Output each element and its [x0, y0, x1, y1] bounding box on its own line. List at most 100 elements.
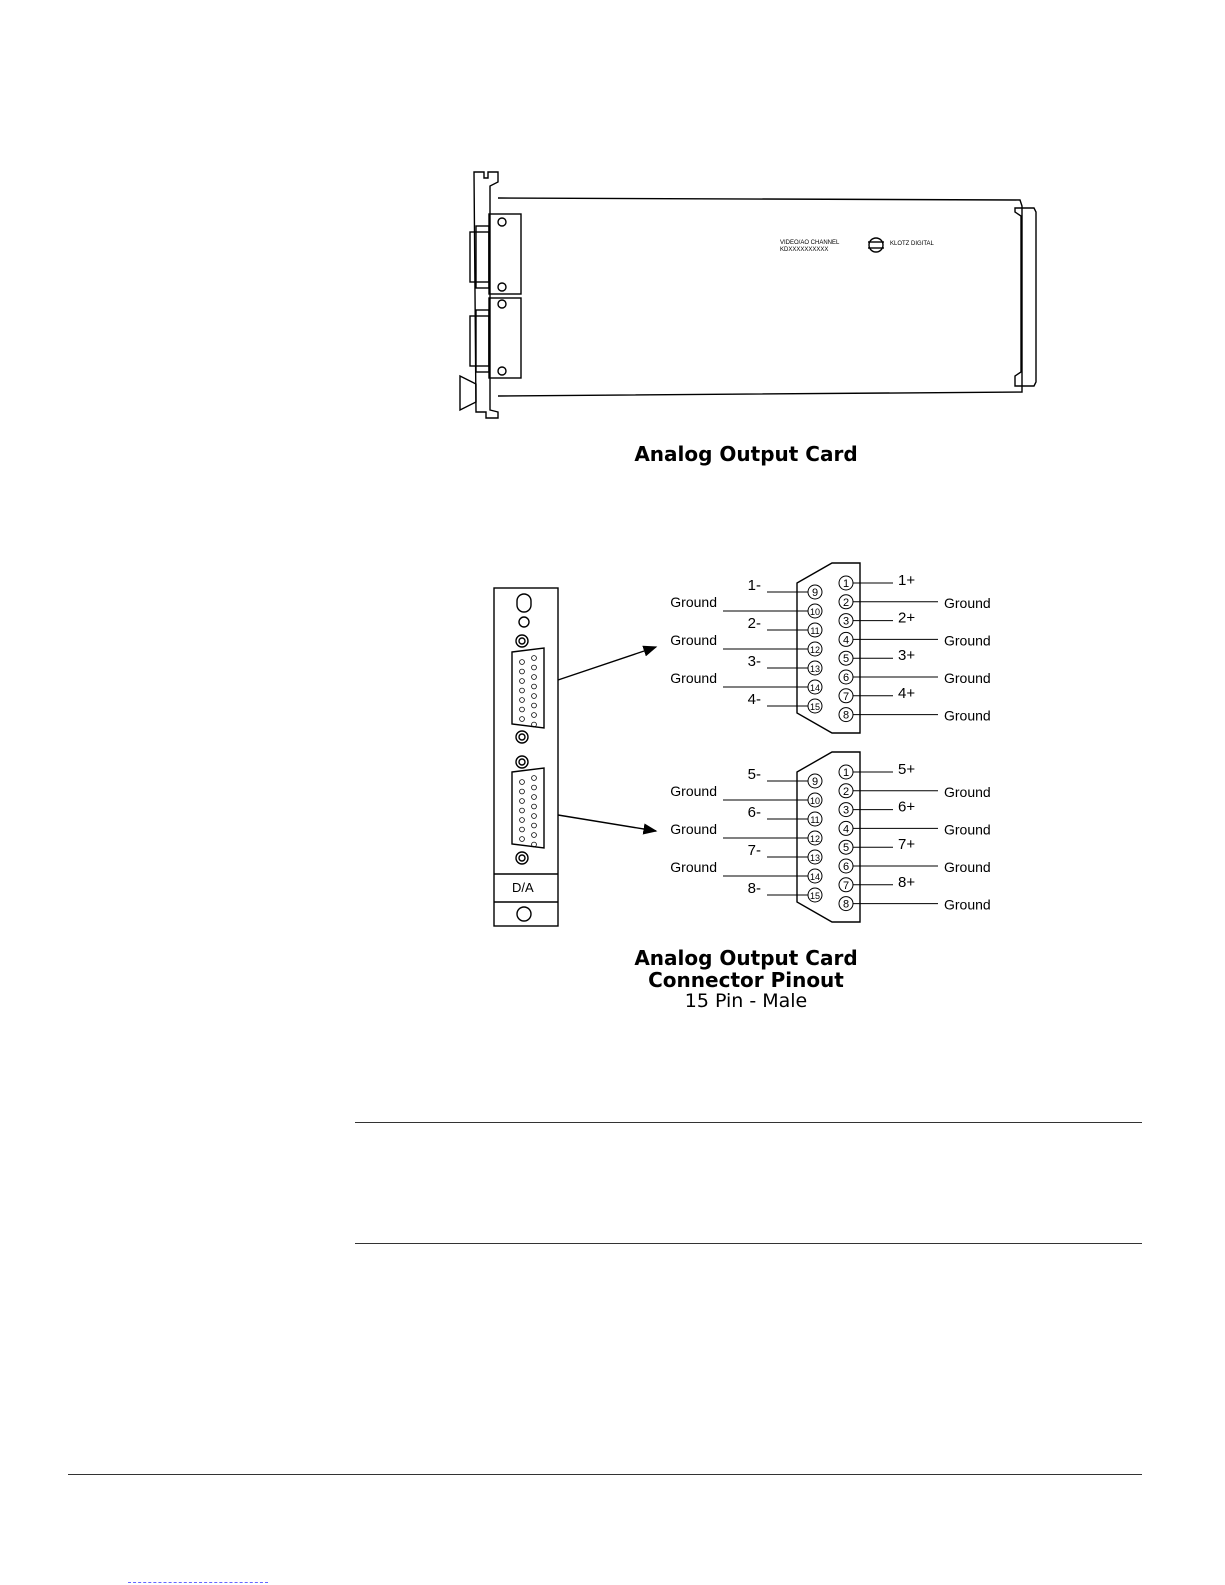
- signal-label: 5-: [748, 766, 761, 783]
- divider-top: [355, 1122, 1142, 1123]
- pin-number: 15: [810, 702, 820, 712]
- pin-number: 9: [812, 587, 818, 599]
- ground-label: Ground: [670, 783, 717, 799]
- pin-9: 9 5-: [748, 766, 823, 789]
- pin-15: 15 4-: [748, 691, 823, 714]
- pin-4: 4 Ground: [838, 631, 991, 648]
- pin-number: 7: [843, 691, 849, 703]
- pin-number: 10: [810, 607, 820, 617]
- pin-10: 10 Ground: [670, 594, 823, 619]
- pin-10: 10 Ground: [670, 783, 823, 808]
- pin-number: 6: [843, 672, 849, 684]
- footer-link-underline: [128, 1582, 268, 1583]
- pin-number: 9: [812, 776, 818, 788]
- pinout-caption-line3: 15 Pin - Male: [684, 990, 808, 1012]
- ground-label: Ground: [670, 632, 717, 648]
- ground-label: Ground: [944, 821, 991, 837]
- pin-number: 4: [843, 823, 849, 835]
- pin-4: 4 Ground: [838, 820, 991, 837]
- footer-rule: [68, 1474, 1142, 1475]
- pin-6: 6 Ground: [838, 669, 991, 686]
- pin-2: 2 Ground: [838, 594, 991, 611]
- pinout-caption-line2: Connector Pinout: [648, 968, 844, 992]
- pin-number: 13: [810, 664, 820, 674]
- front-panel-label: D/A: [512, 880, 534, 895]
- pin-3: 3 2+: [838, 610, 915, 629]
- connector-shell: [796, 751, 861, 923]
- pin-7: 7 4+: [838, 685, 915, 704]
- pin-number: 14: [810, 872, 820, 882]
- pin-8: 8 Ground: [838, 707, 991, 724]
- pin-number: 8: [843, 710, 849, 722]
- ground-label: Ground: [944, 632, 991, 648]
- card-model-label: VIDEO/AO CHANNEL: [780, 240, 840, 246]
- ground-label: Ground: [670, 594, 717, 610]
- pin-12: 12 Ground: [670, 821, 823, 846]
- pin-9: 9 1-: [748, 577, 823, 600]
- pin-number: 2: [843, 597, 849, 609]
- brand-label: KLOTZ DIGITAL: [890, 241, 935, 247]
- pin-number: 7: [843, 880, 849, 892]
- pin-11: 11 6-: [748, 804, 823, 827]
- pin-3: 3 6+: [838, 799, 915, 818]
- ground-label: Ground: [944, 595, 991, 611]
- pin-number: 4: [843, 634, 849, 646]
- card-side-view: VIDEO/AO CHANNEL KDXXXXXXXXXX KLOTZ DIGI…: [459, 171, 1037, 419]
- pin-6: 6 Ground: [838, 858, 991, 875]
- pin-13: 137-: [748, 842, 823, 865]
- pin-number: 11: [810, 815, 819, 825]
- signal-label: 1-: [748, 577, 761, 594]
- signal-label: 3-: [748, 653, 761, 670]
- pin-number: 12: [810, 834, 820, 844]
- connector-shell: [796, 562, 861, 734]
- pin-13: 13 3-: [748, 653, 823, 676]
- pin-2: 2 Ground: [838, 783, 991, 800]
- signal-label: 8+: [898, 874, 915, 891]
- pin-number: 13: [810, 853, 820, 863]
- signal-label: 3+: [898, 647, 915, 664]
- pinout-caption-line1: Analog Output Card: [634, 946, 858, 970]
- pin-number: 15: [810, 891, 820, 901]
- pin-5: 5 3+: [838, 647, 915, 666]
- pin-15: 158-: [748, 880, 823, 903]
- pin-7: 7 8+: [838, 874, 915, 893]
- signal-label: 2-: [748, 615, 761, 632]
- pin-11: 11 2-: [748, 615, 823, 638]
- pin-number: 6: [843, 861, 849, 873]
- ground-label: Ground: [944, 670, 991, 686]
- signal-label: 6+: [898, 799, 915, 816]
- ground-label: Ground: [944, 859, 991, 875]
- pin-number: 8: [843, 899, 849, 911]
- signal-label: 4+: [898, 685, 915, 702]
- ground-label: Ground: [944, 784, 991, 800]
- divider-bottom: [355, 1243, 1142, 1244]
- signal-label: 1+: [898, 572, 915, 589]
- pin-number: 10: [810, 796, 820, 806]
- ground-label: Ground: [670, 821, 717, 837]
- pin-number: 3: [843, 805, 849, 817]
- signal-label: 2+: [898, 610, 915, 627]
- pin-number: 3: [843, 616, 849, 628]
- pin-8: 8 Ground: [838, 896, 991, 913]
- pin-number: 11: [810, 626, 819, 636]
- pin-14: 14 Ground: [670, 859, 823, 884]
- signal-label: 4-: [748, 691, 761, 708]
- card-part-number: KDXXXXXXXXXX: [780, 247, 828, 253]
- ground-label: Ground: [670, 859, 717, 875]
- pin-number: 1: [843, 767, 849, 779]
- pin-1: 1 5+: [838, 761, 915, 780]
- ground-label: Ground: [944, 897, 991, 913]
- signal-label: 5+: [898, 761, 915, 778]
- ground-label: Ground: [944, 708, 991, 724]
- signal-label: 6-: [748, 804, 761, 821]
- pin-number: 5: [843, 842, 849, 854]
- ground-label: Ground: [670, 670, 717, 686]
- pin-number: 5: [843, 653, 849, 665]
- pin-number: 2: [843, 786, 849, 798]
